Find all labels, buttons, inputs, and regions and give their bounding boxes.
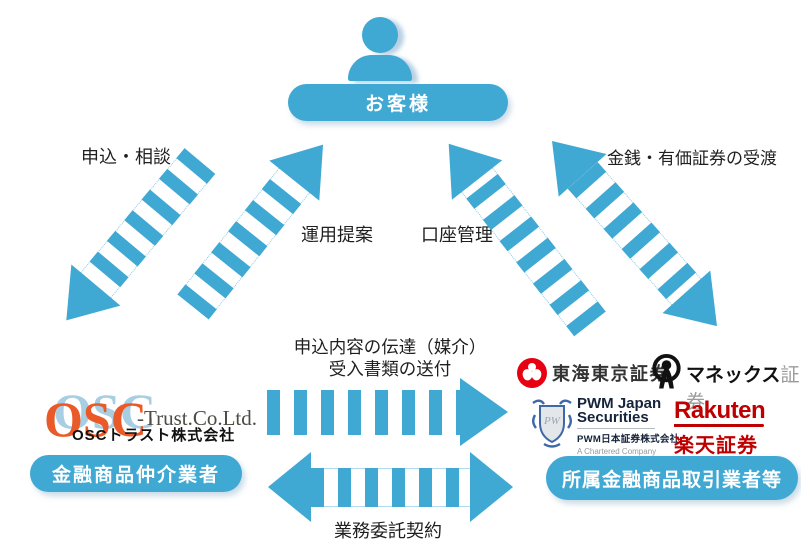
osc-logo-suffix: -Trust.Co.Ltd. bbox=[137, 406, 258, 430]
monex-name-main: マネックス bbox=[686, 365, 781, 386]
label-apply-consult: 申込・相談 bbox=[81, 147, 171, 167]
tokai-tokyo-name: 東海東京証券 bbox=[552, 364, 669, 384]
person-head-shape bbox=[362, 17, 398, 53]
tokai-tokyo-logo: 東海東京証券 bbox=[517, 358, 669, 388]
monex-name-suffix: 証券 bbox=[686, 365, 800, 413]
pwm-text-block: PWM Japan Securities PWM日本証券株式会社 A Chart… bbox=[577, 395, 680, 456]
brokers-role-pill: 所属金融商品取引業者等 bbox=[546, 456, 798, 500]
arrow-head-icon bbox=[460, 378, 508, 446]
arrow-stripes bbox=[311, 467, 470, 507]
intermediary-role-pill: 金融商品仲介業者 bbox=[30, 455, 242, 492]
arrow-stripes bbox=[267, 389, 460, 435]
svg-text:PW: PW bbox=[543, 415, 561, 427]
person-body-shape bbox=[348, 55, 412, 81]
monex-logo: マネックス証券 bbox=[650, 351, 801, 414]
monex-name: マネックス証券 bbox=[686, 360, 801, 414]
pwm-divider bbox=[577, 428, 655, 429]
label-proposal: 運用提案 bbox=[301, 225, 373, 245]
pwm-crest-icon: PW bbox=[532, 399, 572, 448]
arrow-head-icon bbox=[268, 452, 311, 522]
customer-person-icon bbox=[345, 15, 415, 81]
tokai-tokyo-icon bbox=[517, 358, 547, 388]
osc-logo-text: OSC bbox=[44, 391, 147, 447]
arrow-head-icon bbox=[470, 452, 513, 522]
label-transmission-line2: 受入書類の送付 bbox=[328, 359, 452, 379]
pwm-japanese-name: PWM日本証券株式会社 bbox=[577, 434, 680, 445]
label-account-management: 口座管理 bbox=[421, 225, 493, 245]
pwm-logo: PW PWM Japan Securities PWM日本証券株式会社 A Ch… bbox=[531, 395, 680, 456]
rakuten-wordmark: Rakuten bbox=[674, 397, 766, 424]
customer-label-pill: お客様 bbox=[288, 84, 508, 121]
label-transmission: 申込内容の伝達（媒介） 受入書類の送付 bbox=[283, 336, 497, 380]
pwm-name-line2: Securities bbox=[577, 409, 649, 426]
label-outsourcing-contract: 業務委託契約 bbox=[334, 521, 442, 541]
rakuten-underline-swoosh bbox=[674, 424, 764, 427]
monex-icon bbox=[652, 353, 681, 389]
osc-company-name: OSCトラスト株式会社 bbox=[72, 427, 236, 444]
pwm-name-line1: PWM Japan bbox=[577, 395, 662, 412]
rakuten-logo: Rakuten 楽天証券 bbox=[674, 397, 766, 458]
label-securities-delivery: 金銭・有価証券の受渡 bbox=[607, 149, 777, 168]
rakuten-japanese-name: 楽天証券 bbox=[674, 435, 758, 457]
osc-logo-shadow-text: OSC bbox=[53, 383, 156, 439]
arrow-intermediary-to-broker bbox=[267, 377, 508, 447]
label-transmission-line1: 申込内容の伝達（媒介） bbox=[293, 337, 487, 357]
pwm-chartered-tagline: A Chartered Company bbox=[577, 447, 657, 456]
arrow-outsourcing-contract bbox=[268, 452, 513, 522]
arrow-stripes bbox=[567, 162, 702, 306]
